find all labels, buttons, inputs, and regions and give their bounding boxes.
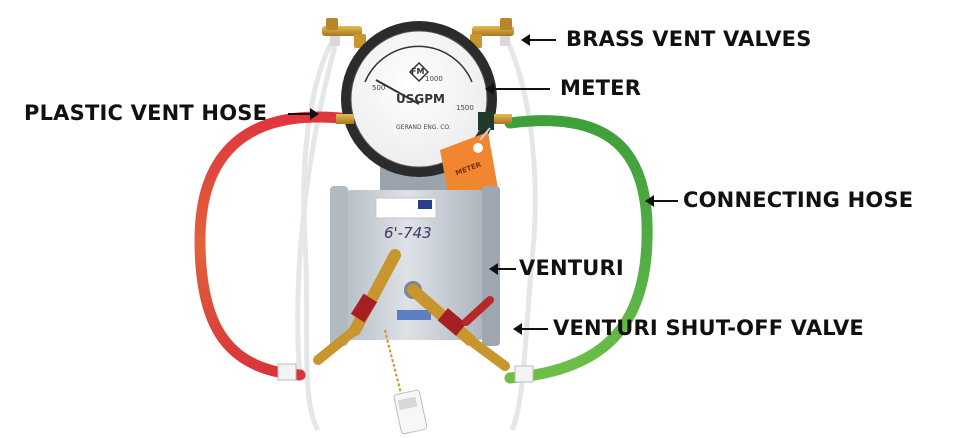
meter-needle <box>375 79 420 105</box>
label-brass-vent-valves: BRASS VENT VALVES <box>566 27 812 51</box>
hose-band-left <box>277 363 297 381</box>
hose-band-right <box>514 365 534 383</box>
meter-tick-500: 500 <box>372 84 386 92</box>
venturi-shut-off-valve-arrow <box>513 323 548 335</box>
meter-maker: GERAND ENG. CO. <box>396 124 451 131</box>
label-venturi-shut-off-valve: VENTURI SHUT-OFF VALVE <box>553 316 864 340</box>
venturi-blue-sticker <box>397 310 431 320</box>
meter-tick-1000: 1000 <box>425 75 443 83</box>
green-hose <box>504 115 653 384</box>
label-meter: METER <box>560 76 642 100</box>
meter-brand: FM <box>411 67 425 76</box>
meter-unit: USGPM <box>396 92 445 106</box>
plastic-vent-hose <box>295 38 538 432</box>
brass-vent-valves-arrow <box>521 34 556 46</box>
meter-arrow <box>485 83 550 95</box>
fm-approval-mark <box>408 61 430 83</box>
brass-vent-valve-right <box>470 18 514 48</box>
label-plastic-vent-hose: PLASTIC VENT HOSE <box>24 101 268 125</box>
venturi-handwritten-mark: 6'-743 <box>384 224 432 242</box>
venturi-arrow <box>489 263 516 275</box>
connecting-hose-arrow <box>645 195 678 207</box>
meter-tick-1500: 1500 <box>456 104 474 112</box>
label-connecting-hose: CONNECTING HOSE <box>683 188 914 212</box>
plastic-vent-hose-arrow <box>288 108 319 120</box>
meter <box>336 21 512 190</box>
label-venturi: VENTURI <box>519 256 624 280</box>
red-hose <box>194 111 346 381</box>
venturi-shut-off-valve <box>313 249 510 399</box>
brass-vent-valve-left <box>322 18 366 48</box>
hanging-tag <box>393 389 428 435</box>
